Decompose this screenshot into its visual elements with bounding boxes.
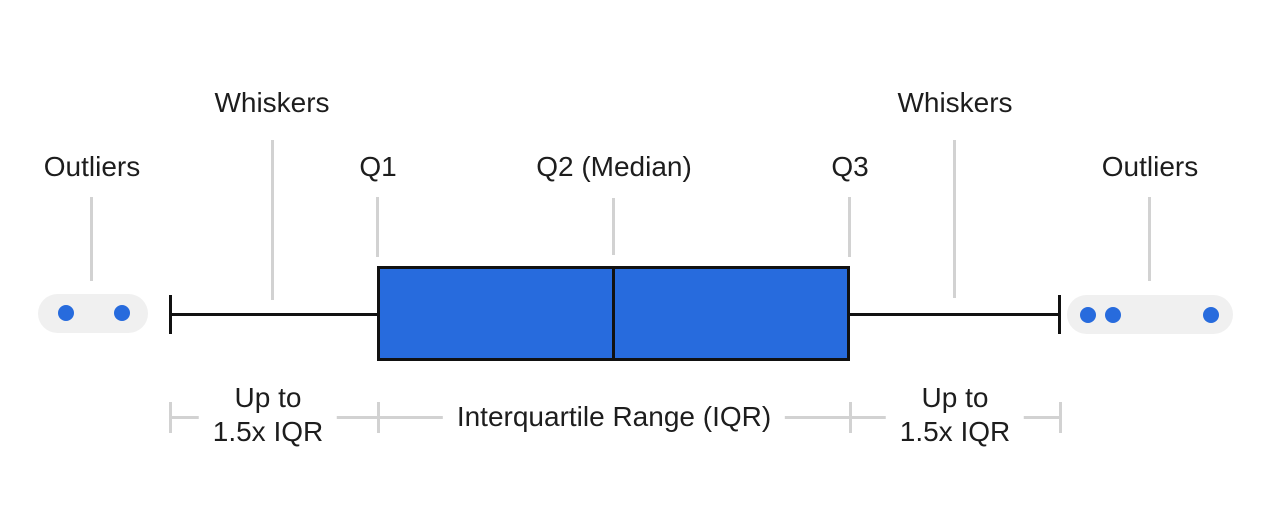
- label-q2-median: Q2 (Median): [536, 151, 692, 182]
- label-outliers-right: Outliers: [1101, 151, 1199, 182]
- bracket-tick-whisker-right-end: [1059, 402, 1062, 433]
- outlier-dot: [1080, 307, 1096, 323]
- label-up-to-iqr-left: Up to 1.5x IQR: [198, 381, 338, 449]
- leader-q3: [848, 197, 851, 257]
- whisker-line-left: [170, 313, 377, 316]
- label-up-to-iqr-right-line1: Up to: [921, 382, 989, 413]
- label-whiskers-right: Whiskers: [897, 87, 1013, 118]
- whisker-cap-left: [169, 295, 172, 334]
- label-whiskers-left: Whiskers: [214, 87, 330, 118]
- label-up-to-iqr-right-line2: 1.5x IQR: [899, 416, 1011, 447]
- outlier-pill-left: [38, 294, 148, 333]
- outlier-dot: [114, 305, 130, 321]
- label-up-to-iqr-left-line2: 1.5x IQR: [212, 416, 324, 447]
- bracket-tick-q1: [377, 402, 380, 433]
- leader-q1: [376, 197, 379, 257]
- whisker-cap-right: [1058, 295, 1061, 334]
- leader-q2: [612, 198, 615, 255]
- leader-whiskers-right: [953, 140, 956, 298]
- leader-outliers-right: [1148, 197, 1151, 281]
- leader-whiskers-left: [271, 140, 274, 300]
- label-outliers-left: Outliers: [43, 151, 141, 182]
- bracket-tick-q3: [849, 402, 852, 433]
- label-interquartile-range: Interquartile Range (IQR): [442, 400, 786, 434]
- leader-outliers-left: [90, 197, 93, 281]
- label-q1: Q1: [359, 151, 397, 182]
- bracket-tick-whisker-left-end: [169, 402, 172, 433]
- outlier-dot: [1203, 307, 1219, 323]
- whisker-line-right: [850, 313, 1060, 316]
- median-line: [612, 266, 615, 361]
- label-up-to-iqr-right: Up to 1.5x IQR: [885, 381, 1025, 449]
- outlier-dot: [58, 305, 74, 321]
- outlier-dot: [1105, 307, 1121, 323]
- label-up-to-iqr-left-line1: Up to: [234, 382, 302, 413]
- label-q3: Q3: [831, 151, 869, 182]
